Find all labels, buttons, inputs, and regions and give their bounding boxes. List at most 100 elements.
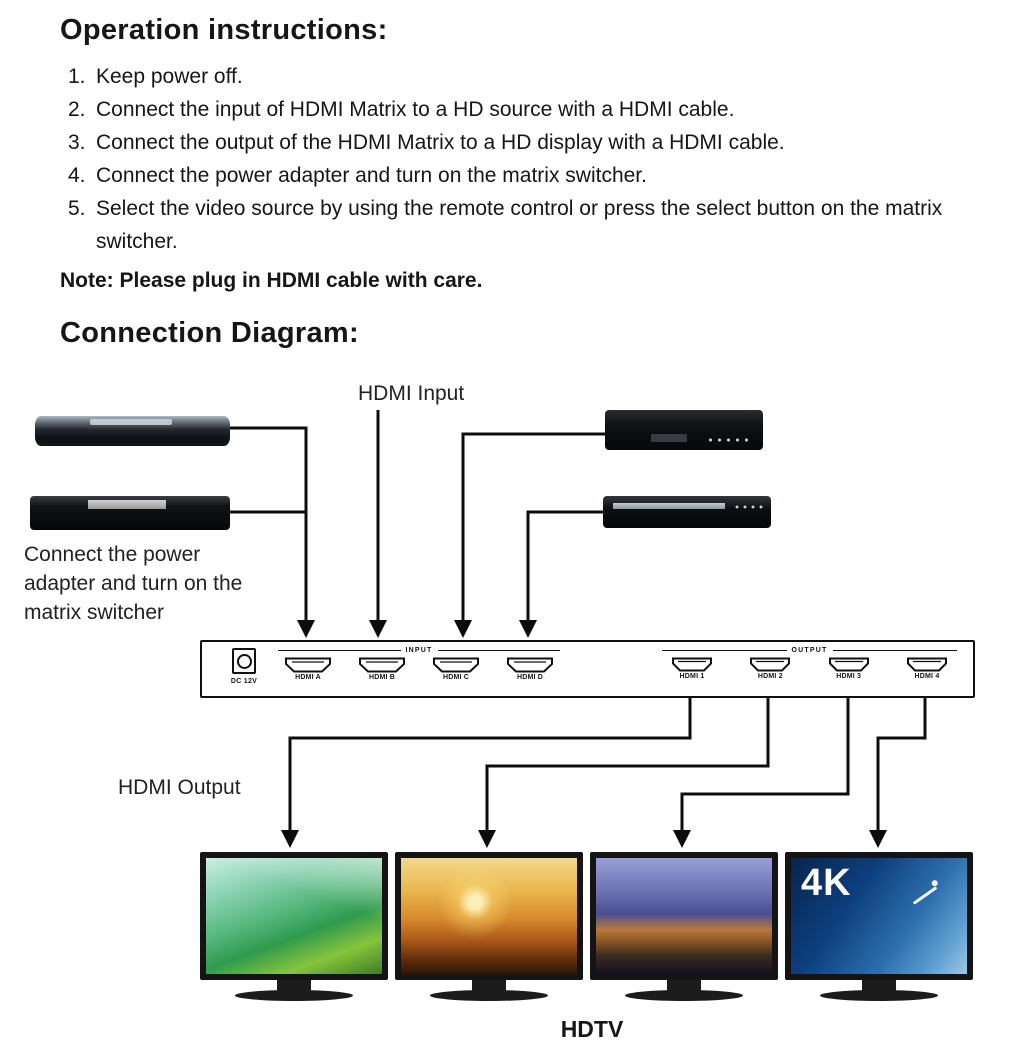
item-number: 1.: [68, 65, 86, 88]
port-label: HDMI A: [295, 674, 321, 681]
item-number: 2.: [68, 98, 86, 121]
instruction-item: 2. Connect the input of HDMI Matrix to a…: [68, 93, 990, 126]
arrow-down-icon: [369, 620, 387, 638]
hdmi-port-icon: [507, 657, 553, 673]
power-adapter-note: Connect the power adapter and turn on th…: [24, 543, 243, 624]
hdmi-input-label: HDMI Input: [358, 382, 465, 405]
tv-base: [235, 990, 353, 1001]
instructions-section: Operation instructions: 1. Keep power of…: [60, 14, 990, 350]
output-group-header: OUTPUT: [662, 647, 957, 654]
input-group-label: INPUT: [405, 647, 433, 654]
item-number: 5.: [68, 197, 86, 220]
port-label: HDMI 2: [757, 673, 783, 680]
diagram-title: Connection Diagram:: [60, 317, 359, 349]
output-group-label: OUTPUT: [791, 647, 828, 654]
hdmi-port-icon: [359, 657, 405, 673]
tv-stand: [862, 980, 896, 991]
care-note: Note: Please plug in HDMI cable with car…: [60, 269, 483, 292]
arrow-down-icon: [673, 830, 691, 848]
hdmi-port-icon: [906, 657, 947, 672]
device-buttons: [733, 504, 763, 510]
hdmi-input-port-d: HDMI D: [500, 657, 560, 681]
arrow-down-icon: [519, 620, 537, 638]
hdmi-port-icon: [750, 657, 791, 672]
hdtv-4: 4K: [785, 852, 973, 1001]
connection-diagram: HDMI Input HDMI Output Connect the power…: [0, 370, 1024, 1052]
port-label: HDMI D: [516, 674, 544, 681]
item-text: Connect the output of the HDMI Matrix to…: [96, 131, 785, 154]
input-wire-3: [461, 432, 607, 622]
hdmi-port-icon: [828, 657, 869, 672]
port-label: HDMI B: [368, 674, 396, 681]
hdmi-port-icon: [433, 657, 479, 673]
item-number: 3.: [68, 131, 86, 154]
tv-screen: [590, 852, 778, 980]
hdtv-1: [200, 852, 388, 1001]
hdmi-port-icon: [672, 657, 712, 672]
hdmi-output-label: HDMI Output: [118, 776, 241, 799]
instruction-item: 4. Connect the power adapter and turn on…: [68, 159, 990, 192]
hdmi-output-port-2: HDMI 2: [740, 657, 800, 680]
device-buttons: [706, 437, 754, 443]
input-port-group: INPUT HDMI A HDMI B HDMI C HDMI D: [278, 647, 560, 681]
device-display: [651, 434, 687, 442]
item-text: Keep power off.: [96, 65, 243, 88]
tv-screen: 4K: [785, 852, 973, 980]
source-device-1: [35, 416, 230, 446]
port-label: HDMI 4: [914, 673, 940, 680]
tv-base: [625, 990, 743, 1001]
matrix-switcher: DC 12V INPUT HDMI A HDMI B HDMI C: [200, 640, 975, 698]
output-wire-1: [288, 698, 692, 832]
disc-tray: [613, 503, 725, 509]
disc-tray: [90, 419, 172, 425]
arrow-down-icon: [869, 830, 887, 848]
4k-badge: 4K: [801, 862, 852, 904]
hdtv-3: [590, 852, 778, 1001]
hdmi-port-icon: [285, 657, 331, 673]
port-label: HDMI 1: [679, 673, 705, 680]
instruction-list: 1. Keep power off. 2. Connect the input …: [68, 60, 990, 258]
dc-power-port: [232, 648, 256, 674]
source-device-4: [603, 496, 771, 528]
hdmi-input-port-a: HDMI A: [278, 657, 338, 681]
instruction-item: 3. Connect the output of the HDMI Matrix…: [68, 126, 990, 159]
port-label: HDMI C: [442, 674, 470, 681]
item-text: Connect the input of HDMI Matrix to a HD…: [96, 98, 735, 121]
input-wire-4: [526, 510, 607, 622]
instruction-item: 5. Select the video source by using the …: [68, 192, 990, 258]
arrow-down-icon: [478, 830, 496, 848]
input-ports: HDMI A HDMI B HDMI C HDMI D: [278, 657, 560, 681]
tv-screen: [395, 852, 583, 980]
tv-stand: [667, 980, 701, 991]
input-wire-1: [230, 426, 308, 622]
skier-graphic: [912, 886, 938, 905]
port-label: HDMI 3: [836, 673, 862, 680]
output-wire-3: [680, 698, 850, 832]
output-wire-4: [876, 698, 927, 832]
output-ports: HDMI 1 HDMI 2 HDMI 3 HDMI 4: [662, 657, 957, 680]
tv-stand: [472, 980, 506, 991]
item-number: 4.: [68, 164, 86, 187]
arrow-down-icon: [281, 830, 299, 848]
output-wire-2: [485, 698, 770, 832]
source-device-2: [30, 496, 230, 530]
instruction-item: 1. Keep power off.: [68, 60, 990, 93]
hdtv-2: [395, 852, 583, 1001]
connection-wires: [230, 410, 927, 848]
hdmi-output-port-1: HDMI 1: [662, 657, 722, 680]
device-panel: [88, 500, 166, 509]
input-group-header: INPUT: [278, 647, 560, 654]
hdmi-output-port-3: HDMI 3: [819, 657, 879, 680]
hdtv-label: HDTV: [560, 1016, 624, 1042]
item-text: Connect the power adapter and turn on th…: [96, 164, 647, 187]
hdmi-input-port-c: HDMI C: [426, 657, 486, 681]
source-device-3: [605, 410, 763, 450]
tv-stand: [277, 980, 311, 991]
hdmi-input-port-b: HDMI B: [352, 657, 412, 681]
tv-base: [430, 990, 548, 1001]
tv-base: [820, 990, 938, 1001]
arrow-down-icon: [454, 620, 472, 638]
output-port-group: OUTPUT HDMI 1 HDMI 2 HDMI 3 HDMI 4: [662, 647, 957, 680]
arrow-down-icon: [297, 620, 315, 638]
item-text: Select the video source by using the rem…: [96, 197, 943, 253]
